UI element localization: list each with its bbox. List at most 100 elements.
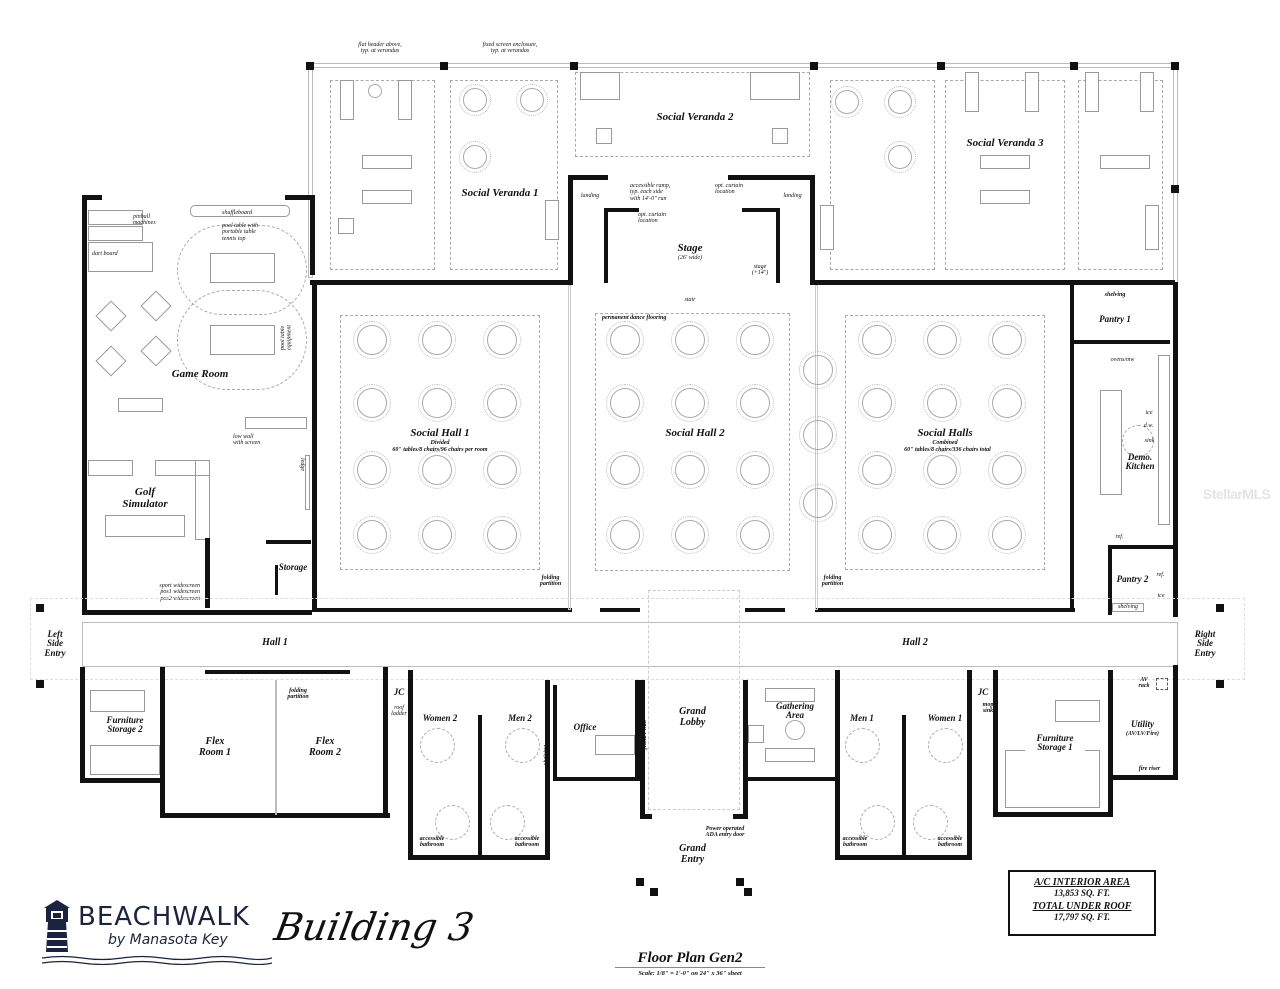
- west-wall: [82, 195, 87, 615]
- turning-circle: [435, 805, 470, 840]
- pantry-2-ref: ref.: [1156, 572, 1165, 578]
- game-table: [95, 300, 127, 332]
- storage-label: Storage: [278, 562, 308, 572]
- av-rack: [1156, 678, 1168, 690]
- social-halls-note: 60" tables/8 chairs/336 chairs total: [904, 447, 991, 453]
- av-rack-label: AV rack: [1138, 677, 1150, 690]
- armchair: [748, 725, 764, 743]
- women-2-label: Women 2: [422, 713, 458, 723]
- shelving-label: shelving: [543, 745, 549, 765]
- jc-right-label: JC: [977, 687, 989, 697]
- ledge-label: ledge: [299, 458, 305, 471]
- ramp-note: accessible ramp, typ. each side with 14'…: [630, 183, 671, 202]
- flex-room-1-label: Flex Room 1: [199, 736, 231, 758]
- gathering-south-wall: [745, 777, 840, 781]
- office-west-wall: [553, 685, 557, 780]
- flex-room-2-label: Flex Room 2: [309, 736, 341, 758]
- roof-area-label: TOTAL UNDER ROOF: [1032, 901, 1132, 912]
- hall-north-wall-left: [310, 280, 570, 285]
- utility-south-wall: [1108, 775, 1178, 780]
- curtain-note-2: opt. curtain location: [638, 212, 666, 225]
- pantry-2-shelving-unit: [1112, 603, 1144, 612]
- ada-door-note: Power operated ADA entry door: [705, 826, 745, 839]
- accessible-bathroom-label: accessible bathroom: [419, 836, 445, 849]
- hall-1-seating-zone: [340, 315, 540, 570]
- sofa: [1025, 72, 1039, 112]
- dance-floor-label: permanent dance flooring: [602, 315, 667, 321]
- restroom-2-east-wall: [545, 680, 550, 860]
- hall-3-seating-zone: [845, 315, 1045, 570]
- left-side-entry-label[interactable]: Left Side Entry: [44, 629, 66, 658]
- turning-circle: [913, 805, 948, 840]
- stacked-chairs: [90, 690, 145, 712]
- gathering-area-label: Gathering Area: [775, 701, 814, 721]
- veranda-table: [884, 141, 916, 173]
- right-side-entry-label[interactable]: Right Side Entry: [1194, 629, 1216, 658]
- screen-enclosure-note: fixed screen enclosure, typ. at verandas: [482, 42, 538, 55]
- area-summary-box: A/C INTERIOR AREA 13,853 SQ. FT. TOTAL U…: [1008, 870, 1156, 936]
- social-veranda-2-label: Social Veranda 2: [656, 111, 734, 123]
- sofa: [1100, 155, 1150, 169]
- ovens-label: ovens/mw: [1110, 357, 1135, 363]
- game-room-east-upper: [310, 195, 315, 275]
- furniture-storage-2-label: Furniture Storage 2: [106, 715, 144, 735]
- flex-room-south-wall: [160, 813, 390, 818]
- veranda-table: [459, 84, 491, 116]
- office-south-wall: [553, 777, 643, 781]
- kitchen-island: [1100, 390, 1122, 495]
- flex-room-east-wall: [383, 667, 388, 817]
- flex-folding-partition-label: folding partition: [287, 688, 309, 701]
- table-carts: [1005, 750, 1100, 808]
- stage-label: Stage: [677, 242, 703, 254]
- pantry-1-south-wall: [1070, 340, 1170, 344]
- low-wall: [245, 417, 307, 429]
- stage-wall-top-left: [568, 175, 608, 180]
- hall2-south-wall: [815, 608, 1075, 612]
- hall-north-wall-right: [810, 280, 1175, 285]
- golf-simulator-label: Golf Simulator: [122, 486, 168, 510]
- plan-title: Floor Plan Gen2: [615, 950, 765, 968]
- lobby-south-wall: [733, 814, 748, 819]
- grand-entry-label[interactable]: Grand Entry: [679, 843, 706, 865]
- coffee-table: [785, 720, 805, 740]
- turning-circle: [928, 728, 963, 763]
- lighthouse-logo-icon: [42, 900, 72, 955]
- sofa: [398, 80, 412, 120]
- dart-board-label: dart board: [92, 251, 118, 257]
- sofa: [965, 72, 979, 112]
- office-east-wall: [635, 680, 640, 780]
- wave-decoration-icon: [41, 952, 273, 970]
- furniture-storage-2-west: [80, 667, 85, 782]
- landing-left-label: landing: [580, 193, 600, 199]
- hall1-south-wall: [312, 608, 572, 612]
- game-room-top-wall-2: [285, 195, 315, 200]
- sofa: [765, 688, 815, 702]
- sofa: [820, 205, 834, 250]
- game-room-label: Game Room: [171, 368, 229, 380]
- sofa: [118, 398, 163, 412]
- sofa: [1140, 72, 1154, 112]
- social-halls-label: Social Halls: [890, 427, 1000, 440]
- sofa: [545, 200, 559, 240]
- restroom-1-east-wall: [967, 670, 972, 860]
- social-hall-2-label: Social Hall 2: [640, 427, 750, 440]
- veranda-2-zone: [575, 72, 810, 157]
- hall-south-wall-mid: [600, 608, 640, 612]
- veranda-table: [516, 84, 548, 116]
- shuffleboard-table: [190, 205, 290, 217]
- storage-wall: [275, 565, 278, 595]
- game-table: [140, 290, 172, 322]
- brand-name: BEACHWALK: [78, 902, 250, 932]
- social-hall-1-note: 60" tables/8 chairs/96 chairs per room: [392, 447, 488, 453]
- restroom-1-west-wall: [835, 670, 840, 860]
- dart-board-area: [88, 242, 153, 272]
- ac-area-label: A/C INTERIOR AREA: [1034, 877, 1130, 888]
- pantry-2-shelving: shelving: [1118, 604, 1138, 610]
- restroom-1-divider: [902, 715, 906, 855]
- game-room-top-wall: [82, 195, 102, 200]
- low-wall-label: low wall with screen: [233, 434, 261, 447]
- fire-riser-label: fire riser: [1138, 766, 1161, 772]
- flat-header-note: flat header above, typ. at verandas: [358, 42, 402, 55]
- furniture-storage-1-south: [993, 812, 1113, 817]
- veranda-1-zone-a: [330, 80, 435, 270]
